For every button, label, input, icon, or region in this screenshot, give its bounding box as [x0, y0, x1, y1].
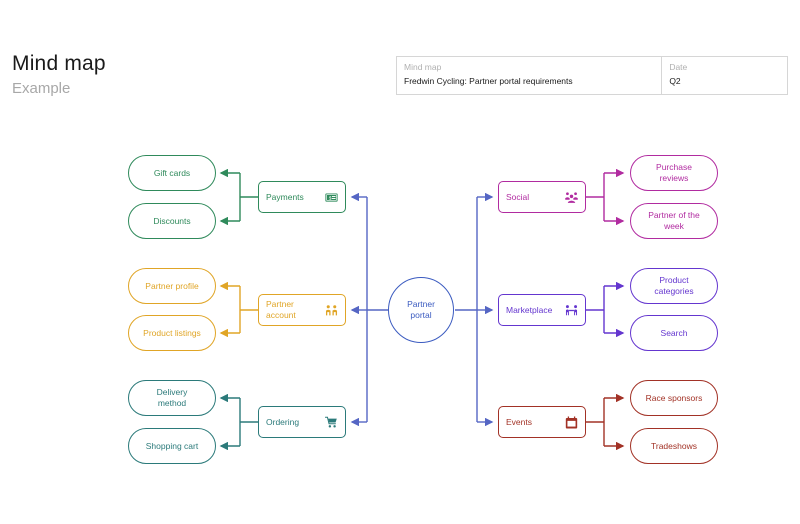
- meta-cell-mind-map: Mind map Fredwin Cycling: Partner portal…: [397, 57, 663, 94]
- node-label: Search: [660, 327, 688, 338]
- node-label: Events: [506, 416, 532, 427]
- money-icon: $: [325, 191, 338, 204]
- node-tradeshows[interactable]: Tradeshows: [630, 428, 718, 464]
- node-label: Discounts: [153, 215, 191, 226]
- node-label: Purchase reviews: [656, 162, 692, 183]
- node-label: Gift cards: [153, 167, 191, 178]
- node-shopping-cart[interactable]: Shopping cart: [128, 428, 216, 464]
- meta-value-date: Q2: [669, 76, 681, 86]
- meta-table: Mind map Fredwin Cycling: Partner portal…: [396, 56, 788, 95]
- node-payments[interactable]: Payments $: [258, 181, 346, 213]
- meta-cell-date: Date Q2: [662, 57, 787, 94]
- page-title: Mind map: [12, 52, 106, 75]
- node-gift-cards[interactable]: Gift cards: [128, 155, 216, 191]
- node-purchase-reviews[interactable]: Purchase reviews: [630, 155, 718, 191]
- node-discounts[interactable]: Discounts: [128, 203, 216, 239]
- meta-label-mind-map: Mind map: [404, 62, 442, 72]
- node-label: Product categories: [654, 275, 694, 296]
- node-product-listings[interactable]: Product listings: [128, 315, 216, 351]
- people-group-icon: [565, 191, 578, 204]
- meta-label-date: Date: [669, 62, 688, 72]
- page-subtitle: Example: [12, 80, 71, 97]
- node-search[interactable]: Search: [630, 315, 718, 351]
- node-delivery-method[interactable]: Delivery method: [128, 380, 216, 416]
- node-label: Delivery method: [156, 387, 188, 408]
- node-partner-of-the-week[interactable]: Partner of the week: [630, 203, 718, 239]
- node-label: Product listings: [143, 327, 201, 338]
- node-label: Race sponsors: [645, 392, 703, 403]
- node-race-sponsors[interactable]: Race sponsors: [630, 380, 718, 416]
- node-events[interactable]: Events: [498, 406, 586, 438]
- node-partner-account[interactable]: Partner account: [258, 294, 346, 326]
- node-ordering[interactable]: Ordering: [258, 406, 346, 438]
- node-partner-profile[interactable]: Partner profile: [128, 268, 216, 304]
- node-partner-portal[interactable]: Partner portal: [388, 277, 454, 343]
- node-label: Ordering: [266, 416, 300, 427]
- meta-value-mind-map: Fredwin Cycling: Partner portal requirem…: [404, 76, 573, 86]
- node-label: Marketplace: [506, 304, 553, 315]
- node-label: Social: [506, 191, 530, 202]
- node-label: Partner of the week: [648, 210, 700, 231]
- node-label: Partner portal: [407, 299, 435, 320]
- shopping-cart-icon: [324, 416, 338, 429]
- calendar-icon: [565, 415, 578, 429]
- node-label: Partner account: [266, 299, 296, 320]
- people-pair-icon: [565, 304, 578, 317]
- node-label: Partner profile: [145, 280, 199, 291]
- node-label: Shopping cart: [145, 440, 199, 451]
- node-label: Payments: [266, 191, 304, 202]
- two-people-icon: [325, 304, 338, 317]
- node-marketplace[interactable]: Marketplace: [498, 294, 586, 326]
- node-product-categories[interactable]: Product categories: [630, 268, 718, 304]
- svg-text:$: $: [329, 195, 332, 201]
- node-social[interactable]: Social: [498, 181, 586, 213]
- node-label: Tradeshows: [651, 440, 697, 451]
